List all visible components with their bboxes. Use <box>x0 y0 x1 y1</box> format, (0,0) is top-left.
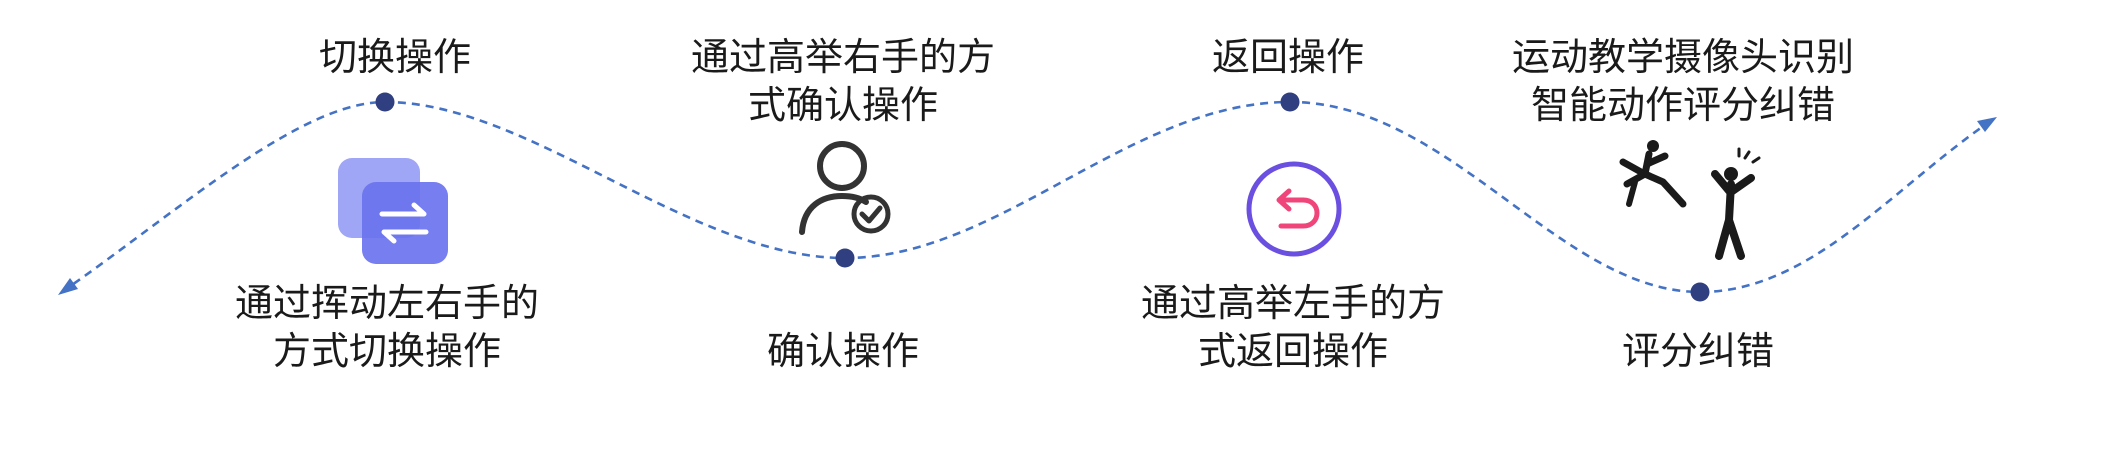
step-4-description-line-1: 评分纠错 <box>1621 329 1775 373</box>
step-1-description-line-1: 通过挥动左右手的 <box>234 281 540 325</box>
flow-end-arrowhead <box>1977 117 1997 132</box>
return-arrow-icon <box>1246 161 1342 257</box>
step-4-title-line-2: 智能动作评分纠错 <box>1530 83 1836 127</box>
step-1-title: 切换操作 <box>319 33 471 81</box>
step-1-description-line-2: 方式切换操作 <box>272 329 502 373</box>
step-2-title-line-2: 式确认操作 <box>747 83 939 127</box>
flow-start-arrowhead <box>58 278 78 295</box>
exercise-figures-icon <box>1619 140 1761 260</box>
step-3-description-line-1: 通过高举左手的方 <box>1140 281 1446 325</box>
step-3-description: 通过高举左手的方 式返回操作 <box>1141 279 1445 375</box>
step-2-description: 确认操作 <box>767 327 919 375</box>
step-4-title: 运动教学摄像头识别 智能动作评分纠错 <box>1512 33 1854 129</box>
step-2-title-line-1: 通过高举右手的方 <box>690 35 996 79</box>
step-3-title: 返回操作 <box>1212 33 1364 81</box>
step-4-title-line-1: 运动教学摄像头识别 <box>1511 35 1855 79</box>
step-3-description-line-2: 式返回操作 <box>1197 329 1389 373</box>
step-1-description: 通过挥动左右手的 方式切换操作 <box>235 279 539 375</box>
step-2-title: 通过高举右手的方 式确认操作 <box>691 33 995 129</box>
flow-node-4 <box>1690 282 1710 302</box>
flow-node-3 <box>1280 92 1300 112</box>
flow-node-1 <box>375 92 395 112</box>
step-4-description: 评分纠错 <box>1622 327 1774 375</box>
flow-node-2 <box>835 248 855 268</box>
flow-curve <box>61 100 1993 294</box>
switch-arrows-icon <box>338 158 448 264</box>
step-1-title-line-1: 切换操作 <box>318 35 472 79</box>
user-check-icon <box>799 141 891 235</box>
step-2-description-line-1: 确认操作 <box>766 329 920 373</box>
step-3-title-line-1: 返回操作 <box>1211 35 1365 79</box>
